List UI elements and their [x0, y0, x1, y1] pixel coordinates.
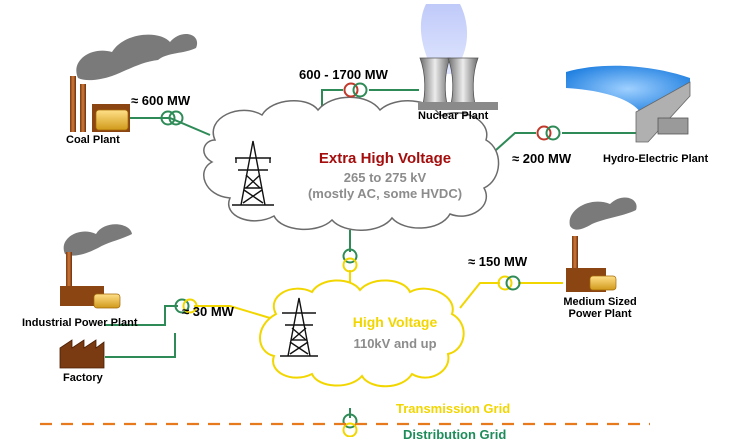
- ehv-range: 265 to 275 kV: [343, 170, 427, 185]
- transformer-icon: [343, 82, 368, 98]
- transformer-icon: [342, 248, 358, 273]
- hv-cloud: [259, 279, 465, 388]
- coal-power-value: ≈ 600 MW: [131, 93, 191, 108]
- industrial-power-value: ≈ 30 MW: [182, 304, 234, 319]
- hydro-plant-label: Hydro-Electric Plant: [603, 153, 709, 165]
- hydro-plant-icon: [566, 65, 691, 143]
- transformer-icon: [174, 298, 198, 314]
- distribution-grid-label: Distribution Grid: [403, 427, 507, 442]
- ehv-details: 265 to 275 kV (mostly AC, some HVDC): [280, 170, 490, 202]
- industrial-plant-label: Industrial Power Plant: [22, 317, 138, 329]
- factory-icon: [59, 339, 105, 369]
- pylon-icon: [280, 297, 318, 357]
- pylon-icon: [232, 140, 274, 206]
- industrial-plant-icon: [60, 224, 132, 309]
- transformer-icon: [536, 125, 561, 141]
- hydro-power-value: ≈ 200 MW: [512, 151, 572, 166]
- medium-plant-icon: [566, 197, 637, 292]
- nuclear-plant-label: Nuclear Plant: [418, 110, 489, 122]
- factory-label: Factory: [63, 372, 103, 384]
- nuclear-plant-icon: [418, 4, 498, 110]
- hv-range: 110kV and up: [353, 336, 437, 351]
- medium-power-value: ≈ 150 MW: [468, 254, 528, 269]
- transmission-grid-label: Transmission Grid: [396, 401, 511, 416]
- transformer-icon: [160, 110, 184, 126]
- hv-title: High Voltage: [352, 314, 438, 330]
- ehv-title: Extra High Voltage: [318, 150, 452, 167]
- coal-plant-label: Coal Plant: [66, 134, 120, 146]
- transformer-icon: [497, 275, 521, 291]
- medium-plant-label: Medium Sized Power Plant: [563, 296, 637, 320]
- nuclear-power-value: 600 - 1700 MW: [299, 67, 388, 82]
- ehv-cloud: [203, 96, 500, 231]
- ehv-note: (mostly AC, some HVDC): [307, 186, 463, 201]
- coal-plant-icon: [70, 34, 198, 132]
